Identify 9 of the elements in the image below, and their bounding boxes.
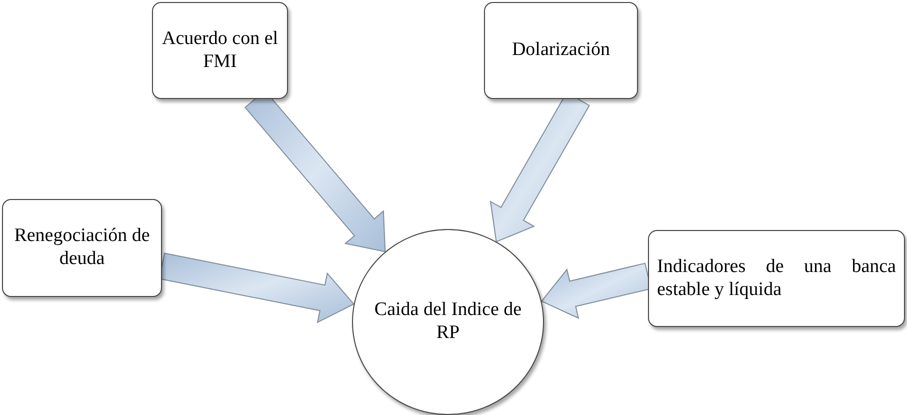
rounded-box bbox=[152, 2, 288, 99]
rounded-box bbox=[484, 2, 638, 99]
node-label: Caida del Indice de RP bbox=[373, 299, 523, 345]
node-label: Dolarización bbox=[510, 39, 612, 62]
node-label: Indicadores de una banca estable y líquida bbox=[657, 256, 896, 302]
node-label: Renegociación de deuda bbox=[13, 225, 151, 271]
rounded-box bbox=[2, 199, 162, 297]
node-label: Acuerdo con el FMI bbox=[161, 28, 279, 74]
rounded-box bbox=[648, 230, 905, 327]
